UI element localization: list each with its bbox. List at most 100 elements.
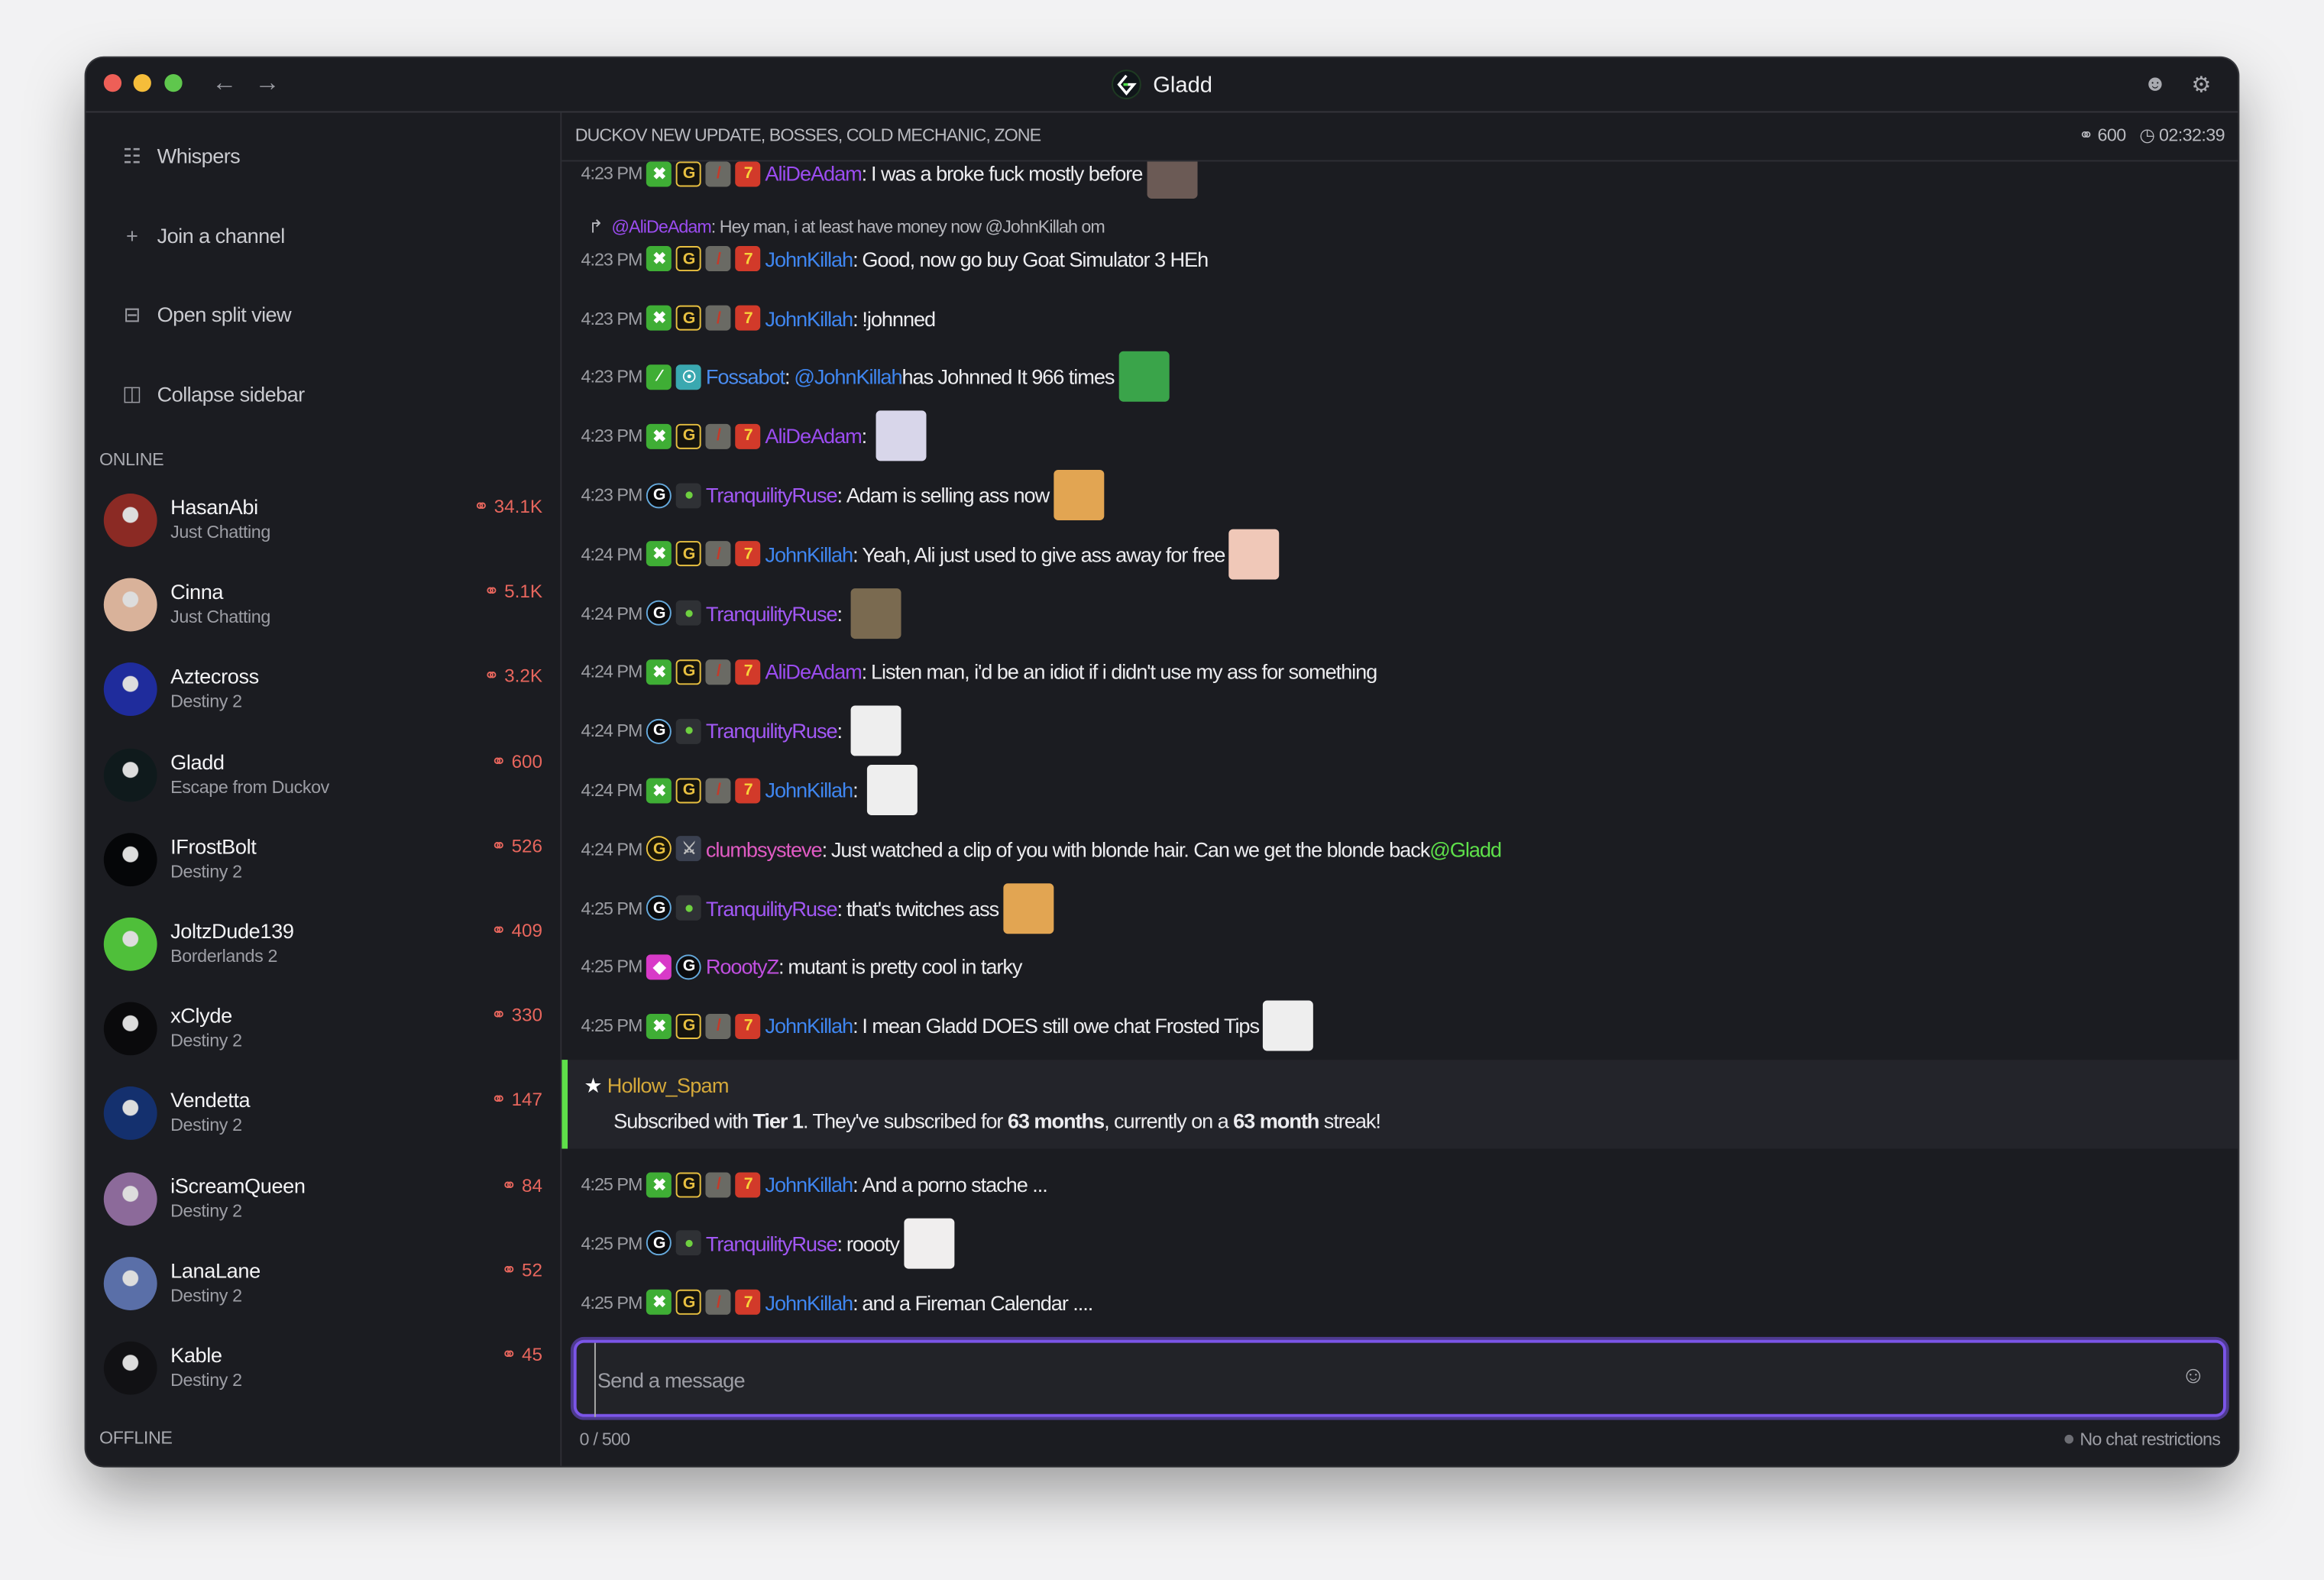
- sidebar-action-collapse-sidebar[interactable]: ◫Collapse sidebar: [118, 376, 305, 412]
- message-input[interactable]: [594, 1342, 2083, 1417]
- red-badge-icon[interactable]: 7: [735, 777, 761, 803]
- gold-badge-icon[interactable]: G: [676, 161, 702, 186]
- emote-image[interactable]: [1002, 882, 1054, 934]
- chat-username[interactable]: AliDeAdam: [765, 660, 862, 685]
- sidebar-action-open-split-view[interactable]: ⊟Open split view: [118, 296, 292, 332]
- chat-username[interactable]: Fossabot: [705, 364, 785, 390]
- sword-badge-icon[interactable]: /: [705, 246, 731, 272]
- gold-badge-icon[interactable]: G: [676, 541, 702, 567]
- gladd-round-badge-icon[interactable]: G: [646, 895, 672, 921]
- chat-username[interactable]: AliDeAdam: [765, 161, 862, 186]
- sword-badge-icon[interactable]: /: [705, 1289, 731, 1315]
- red-badge-icon[interactable]: 7: [735, 1171, 761, 1197]
- gladd-round-badge-icon[interactable]: G: [646, 1230, 672, 1256]
- red-badge-icon[interactable]: 7: [735, 423, 761, 449]
- sub-badge-icon[interactable]: ✖: [646, 1289, 672, 1315]
- gold-badge-icon[interactable]: G: [676, 1013, 702, 1039]
- gold-badge-icon[interactable]: G: [676, 1171, 702, 1197]
- chat-username[interactable]: JohnKillah: [765, 1014, 853, 1038]
- red-badge-icon[interactable]: 7: [735, 1289, 761, 1315]
- gold-badge-icon[interactable]: G: [676, 659, 702, 685]
- red-badge-icon[interactable]: 7: [735, 1013, 761, 1039]
- gold-round-badge-icon[interactable]: G: [646, 836, 672, 862]
- sub-badge-icon[interactable]: ✖: [646, 659, 672, 685]
- gold-badge-icon[interactable]: G: [676, 777, 702, 803]
- chat-username[interactable]: JohnKillah: [765, 306, 853, 330]
- gladd-round-badge-icon[interactable]: G: [646, 718, 672, 744]
- sub-badge-icon[interactable]: ✖: [646, 423, 672, 449]
- reply-context[interactable]: ↱ @AliDeAdam: Hey man, i at least have m…: [588, 215, 1105, 238]
- emote-image[interactable]: [1053, 469, 1104, 520]
- owl-badge-icon[interactable]: ●: [676, 1230, 702, 1256]
- gold-badge-icon[interactable]: G: [676, 305, 702, 331]
- gold-badge-icon[interactable]: G: [676, 423, 702, 449]
- sword-badge-icon[interactable]: /: [705, 305, 731, 331]
- red-badge-icon[interactable]: 7: [735, 246, 761, 272]
- user-icon[interactable]: ☻: [2143, 71, 2167, 97]
- chat-username[interactable]: JohnKillah: [765, 1172, 853, 1196]
- chat-username[interactable]: AliDeAdam: [765, 424, 862, 448]
- sub-badge-icon[interactable]: ✖: [646, 161, 672, 186]
- sub-badge-icon[interactable]: ✖: [646, 777, 672, 803]
- gear-icon[interactable]: ⚙: [2191, 73, 2212, 99]
- arrow-right-icon[interactable]: →: [254, 68, 280, 97]
- chat-username[interactable]: clumbsysteve: [705, 837, 823, 861]
- moderator-badge-icon[interactable]: ∕: [646, 364, 672, 390]
- sidebar-action-join-a-channel[interactable]: +Join a channel: [118, 217, 285, 253]
- sub-badge-icon[interactable]: ✖: [646, 305, 672, 331]
- maximize-window-button[interactable]: [164, 74, 183, 92]
- sub-username[interactable]: Hollow_Spam: [607, 1073, 730, 1097]
- sword-badge-icon[interactable]: /: [705, 1171, 731, 1197]
- red-badge-icon[interactable]: 7: [735, 659, 761, 685]
- close-window-button[interactable]: [103, 74, 122, 92]
- owl-badge-icon[interactable]: ●: [676, 895, 702, 921]
- gladd-round-badge-icon[interactable]: G: [646, 482, 672, 508]
- mention[interactable]: @Gladd: [1429, 837, 1502, 861]
- sword-badge-icon[interactable]: /: [705, 659, 731, 685]
- chat-username[interactable]: JohnKillah: [765, 1290, 853, 1314]
- sub-badge-icon[interactable]: ✖: [646, 246, 672, 272]
- emote-image[interactable]: [1263, 1000, 1314, 1051]
- chat-username[interactable]: JohnKillah: [765, 247, 853, 271]
- owl-badge-icon[interactable]: ●: [676, 718, 702, 744]
- sub-badge-icon[interactable]: ✖: [646, 1013, 672, 1039]
- sword-badge-icon[interactable]: /: [705, 541, 731, 567]
- red-badge-icon[interactable]: 7: [735, 161, 761, 186]
- gladd-round-badge-icon[interactable]: G: [646, 600, 672, 626]
- minimize-window-button[interactable]: [133, 74, 151, 92]
- emote-image[interactable]: [1118, 351, 1170, 403]
- sword-badge-icon[interactable]: /: [705, 1013, 731, 1039]
- sword-badge-icon[interactable]: /: [705, 777, 731, 803]
- emote-image[interactable]: [1229, 529, 1280, 580]
- emote-image[interactable]: [903, 1218, 954, 1269]
- chat-username[interactable]: TranquilityRuse: [705, 895, 838, 920]
- owl-badge-icon[interactable]: ●: [676, 482, 702, 508]
- gold-badge-icon[interactable]: G: [676, 1289, 702, 1315]
- gold-badge-icon[interactable]: G: [676, 246, 702, 272]
- chat-username[interactable]: TranquilityRuse: [705, 601, 838, 625]
- emote-image[interactable]: [866, 765, 918, 815]
- sword-badge-icon[interactable]: /: [705, 161, 731, 186]
- chat-username[interactable]: TranquilityRuse: [705, 483, 838, 507]
- chat-username[interactable]: TranquilityRuse: [705, 1231, 838, 1255]
- chat-username[interactable]: JohnKillah: [765, 542, 853, 566]
- red-badge-icon[interactable]: 7: [735, 541, 761, 567]
- sub-badge-icon[interactable]: ✖: [646, 541, 672, 567]
- red-badge-icon[interactable]: 7: [735, 305, 761, 331]
- chat-username[interactable]: TranquilityRuse: [705, 719, 838, 743]
- mention[interactable]: @JohnKillah: [794, 364, 902, 390]
- emote-image[interactable]: [875, 410, 926, 461]
- chat-username[interactable]: JohnKillah: [765, 778, 853, 802]
